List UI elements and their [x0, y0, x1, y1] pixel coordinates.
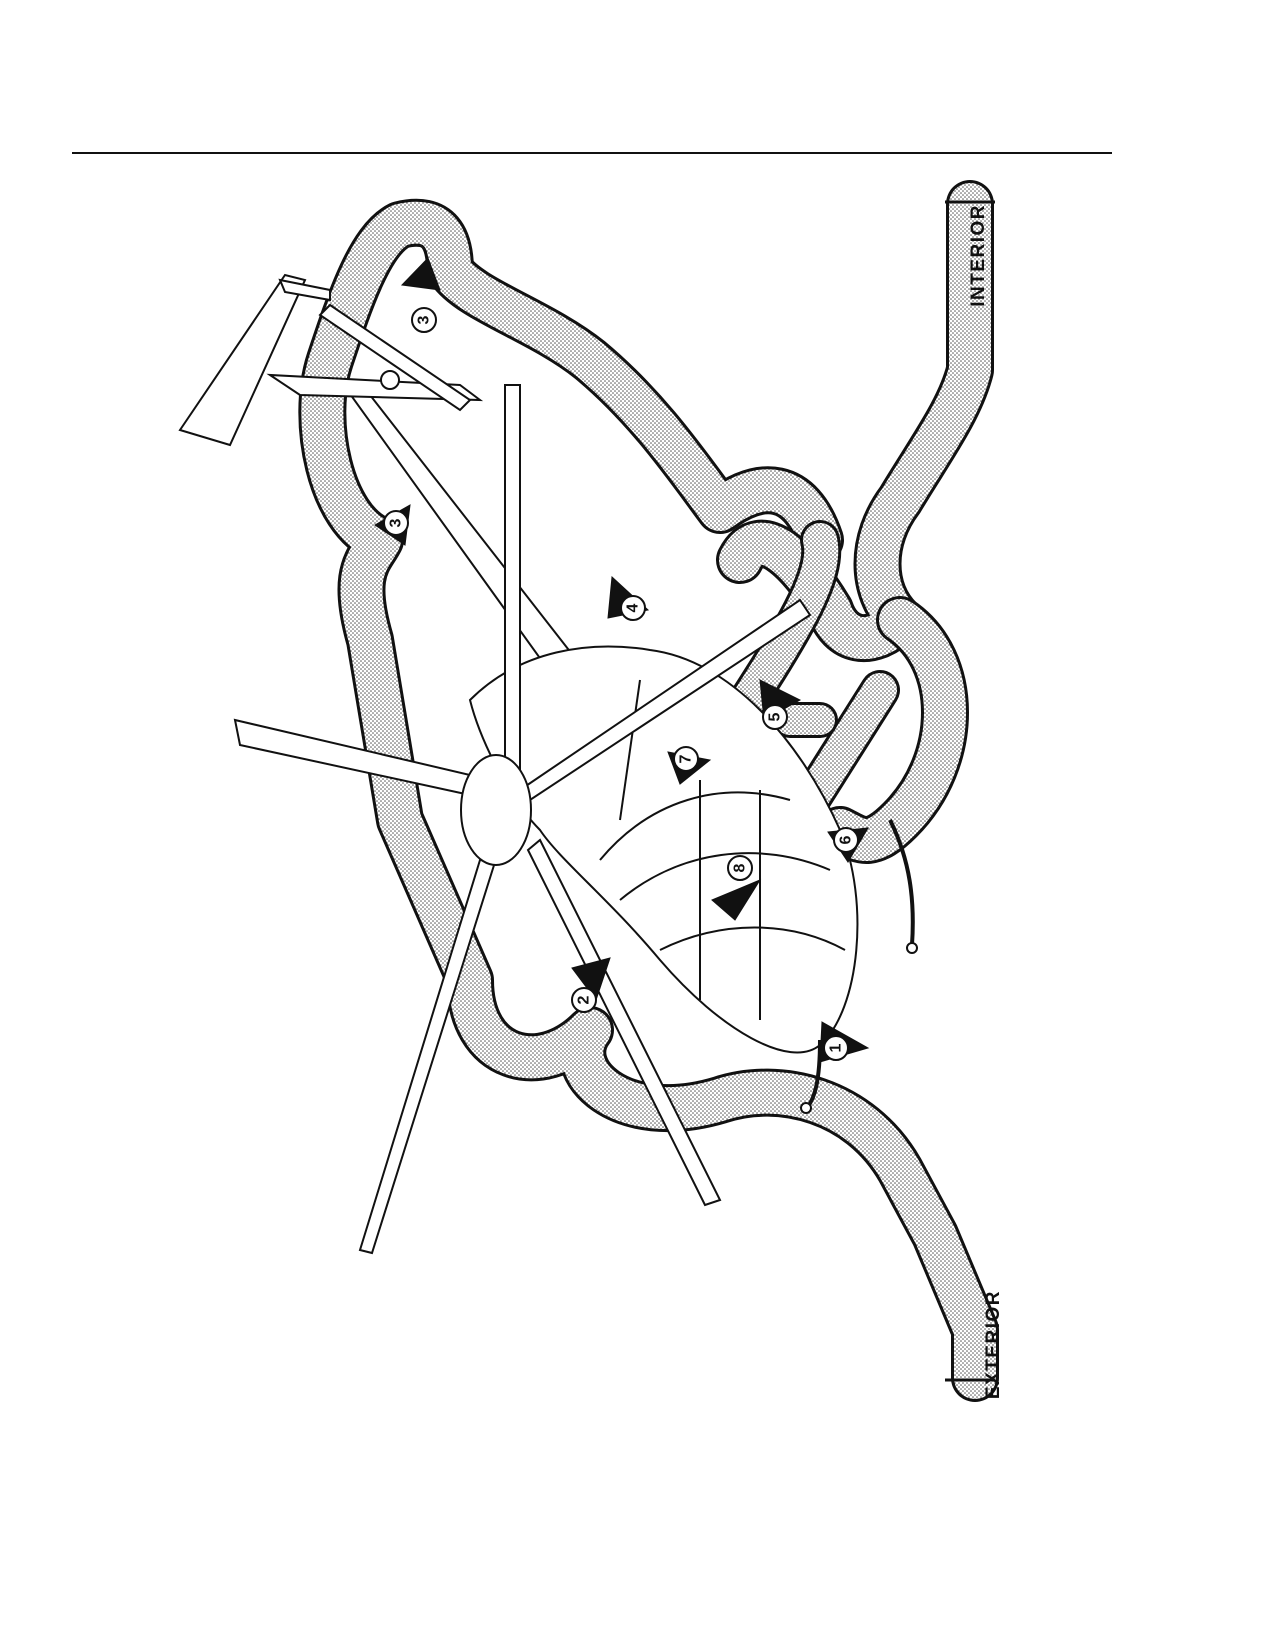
arrowheads	[374, 257, 870, 1063]
helicopter-illustration	[178, 273, 918, 1255]
interior-label: INTERIOR	[968, 204, 989, 307]
step-badge-8: 8	[727, 855, 753, 881]
step-number: 3	[416, 315, 433, 324]
step-number: 3	[388, 518, 405, 527]
landing-skid-rear	[888, 819, 915, 946]
step-badge-3-lower: 3	[383, 510, 409, 536]
step-badge-7: 7	[673, 746, 699, 772]
tail-fin	[178, 273, 307, 447]
header-rule	[72, 152, 1112, 154]
step-number: 8	[732, 863, 749, 872]
step-badge-4: 4	[620, 595, 646, 621]
step-number: 5	[767, 712, 784, 721]
step-badges: 1 2 3 3 4 5 6	[383, 307, 859, 1061]
step-badge-5: 5	[762, 704, 788, 730]
rotor-hub	[460, 754, 532, 866]
step-number: 2	[576, 995, 593, 1004]
step-badge-1: 1	[823, 1035, 849, 1061]
rotor-blade-1	[233, 718, 471, 797]
step-badge-6: 6	[833, 827, 859, 853]
step-number: 1	[828, 1043, 845, 1052]
rotor-blade-4	[526, 838, 722, 1207]
step-badge-2: 2	[571, 987, 597, 1013]
exterior-label: EXTERIOR	[983, 1290, 1004, 1400]
step-number: 6	[838, 835, 855, 844]
step-badge-3-upper: 3	[411, 307, 437, 333]
step-number: 7	[678, 754, 695, 763]
rotor-blade-2	[504, 384, 521, 771]
step-number: 4	[625, 603, 642, 612]
tail-rotor	[318, 303, 472, 412]
